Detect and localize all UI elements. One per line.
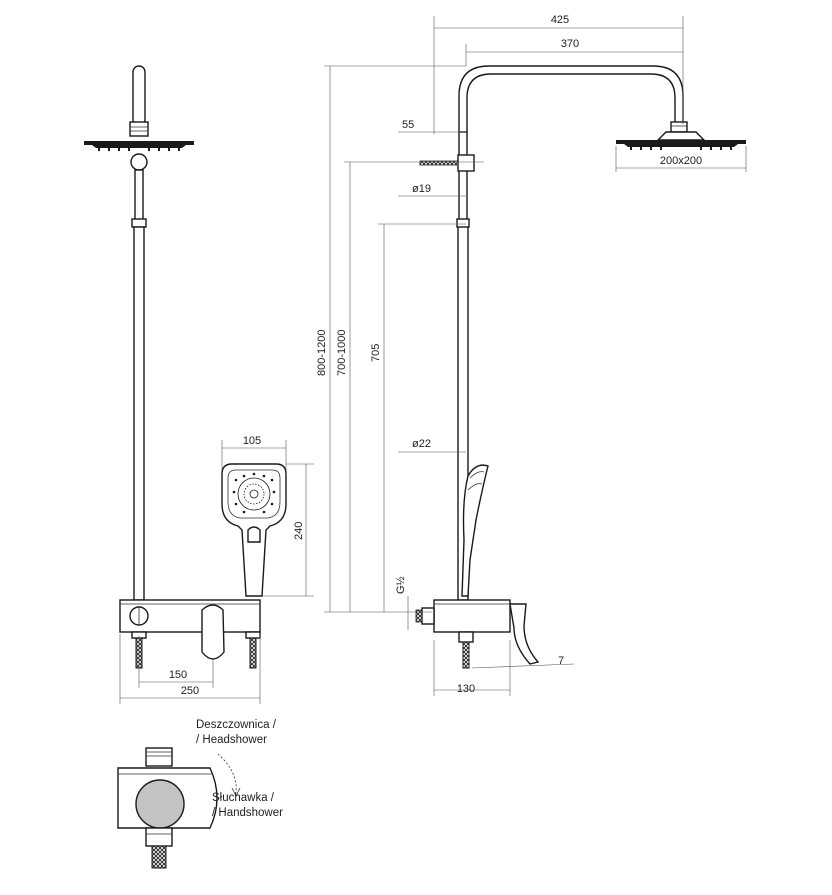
detail-thermostat-knob [135, 779, 185, 829]
dim-22: ø22 [412, 438, 431, 450]
side-view [415, 65, 746, 669]
handshower-button [247, 526, 261, 543]
side-mixer-body [433, 599, 511, 633]
dim-105: 105 [243, 435, 261, 447]
front-main-pipe [133, 226, 145, 601]
side-shower-arm [458, 65, 684, 132]
mixer-detail-view: Deszczownica / / Headshower Słuchawka / … [117, 719, 283, 869]
handshower-label-2: / Handshower [212, 807, 283, 819]
dim-700-1000: 700-1000 [336, 330, 348, 377]
front-view [84, 65, 287, 669]
dim-thread: G½ [395, 576, 407, 594]
dim-200x200: 200x200 [660, 155, 702, 167]
detail-top-outlet [145, 747, 173, 767]
dim-19: ø19 [412, 183, 431, 195]
headshower-label-1: Deszczownica / [196, 719, 277, 731]
side-handshower [461, 464, 489, 597]
front-head-connector [129, 121, 149, 137]
dimension-labels: 425 370 55 200x200 ø19 800-1200 700-1000… [169, 14, 702, 697]
dim-240: 240 [293, 522, 305, 540]
side-lever [509, 603, 540, 665]
side-wall-bracket [457, 154, 475, 172]
dim-425: 425 [551, 14, 569, 26]
front-hose-right [249, 637, 257, 669]
handshower-spray-face [237, 477, 271, 511]
dim-130: 130 [457, 683, 475, 695]
front-lever-handle [201, 604, 225, 660]
diverter-arrow-icon [217, 753, 237, 793]
dim-705: 705 [370, 344, 382, 362]
front-top-rod [132, 65, 146, 127]
headshower-label-2: / Headshower [196, 734, 267, 746]
dim-800-1200: 800-1200 [316, 330, 328, 377]
dim-55: 55 [402, 119, 414, 131]
dim-370: 370 [561, 38, 579, 50]
dim-150: 150 [169, 669, 187, 681]
dim-7: 7 [558, 655, 564, 667]
detail-bottom-outlet [145, 827, 173, 847]
dim-250: 250 [181, 685, 199, 697]
side-headshower-plate [616, 140, 746, 144]
handshower-label-1: Słuchawka / [212, 792, 275, 804]
front-headshower-plate [84, 141, 194, 145]
front-slider-knob [130, 153, 148, 171]
dimension-lines [119, 16, 747, 704]
